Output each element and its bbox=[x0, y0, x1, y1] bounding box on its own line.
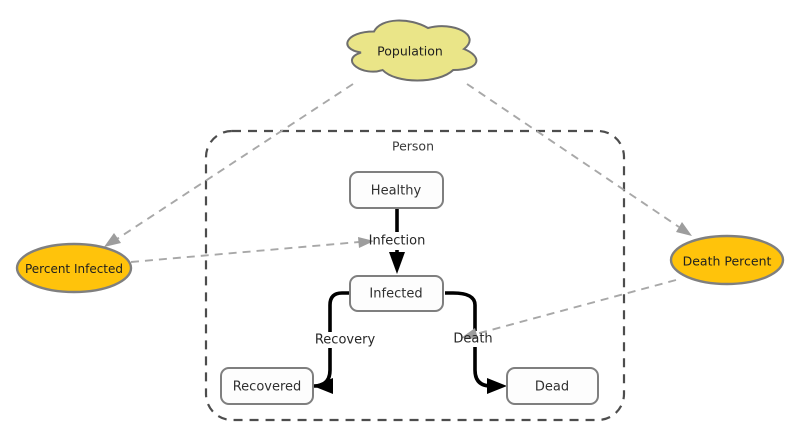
recovered-shape[interactable] bbox=[220, 367, 314, 405]
flow-arrowhead-icon bbox=[389, 252, 405, 274]
person-frame-label: Person bbox=[392, 139, 434, 154]
link-population-to-percent-infected[interactable] bbox=[104, 83, 354, 247]
link-arrowhead-icon bbox=[461, 328, 478, 339]
infection-flow-label: Infection bbox=[369, 234, 426, 249]
flow-recovery[interactable] bbox=[313, 291, 350, 394]
percent-infected-shape[interactable] bbox=[15, 242, 133, 294]
link-arrowhead-icon bbox=[676, 222, 692, 236]
recovered-node[interactable]: Recovered bbox=[220, 367, 314, 405]
flow-arrowhead-icon bbox=[313, 378, 333, 394]
population-label: Population bbox=[377, 44, 443, 59]
percent-infected-node[interactable]: Percent Infected bbox=[15, 242, 133, 294]
healthy-node[interactable]: Healthy bbox=[349, 171, 444, 209]
healthy-label: Healthy bbox=[371, 184, 422, 199]
link-line[interactable] bbox=[466, 83, 680, 228]
healthy-shape[interactable] bbox=[349, 171, 444, 209]
death-flow-label: Death bbox=[453, 332, 492, 347]
infected-shape[interactable] bbox=[349, 275, 444, 312]
infected-label: Infected bbox=[369, 287, 422, 302]
link-line[interactable] bbox=[116, 83, 354, 240]
recovered-label: Recovered bbox=[233, 380, 302, 395]
flow-death[interactable] bbox=[445, 291, 507, 394]
link-arrowhead-icon bbox=[104, 233, 121, 247]
dead-label: Dead bbox=[535, 380, 569, 395]
recovery-flow-label: Recovery bbox=[315, 333, 376, 348]
flow-arrowhead-icon bbox=[487, 378, 507, 394]
flow-line[interactable] bbox=[445, 291, 492, 388]
infected-node[interactable]: Infected bbox=[349, 275, 444, 312]
link-population-to-death-percent[interactable] bbox=[466, 83, 692, 236]
link-line[interactable] bbox=[475, 279, 677, 335]
death-percent-shape[interactable] bbox=[669, 234, 785, 286]
recovery-label-background bbox=[313, 332, 377, 348]
link-line[interactable] bbox=[130, 241, 360, 263]
population-node[interactable]: Population bbox=[346, 19, 478, 82]
link-percent-infected-to-infection[interactable] bbox=[130, 237, 374, 263]
cloud-shape[interactable] bbox=[346, 19, 478, 82]
link-arrowhead-icon bbox=[358, 237, 374, 248]
dead-shape[interactable] bbox=[506, 367, 599, 405]
percent-infected-label: Percent Infected bbox=[25, 262, 123, 276]
infection-label-background bbox=[366, 232, 428, 250]
dead-node[interactable]: Dead bbox=[506, 367, 599, 405]
link-death-percent-to-death[interactable] bbox=[461, 279, 677, 339]
death-label-background bbox=[452, 331, 494, 347]
death-percent-node[interactable]: Death Percent bbox=[669, 234, 785, 286]
death-percent-label: Death Percent bbox=[683, 254, 772, 269]
person-frame-border[interactable] bbox=[204, 129, 626, 422]
person-frame[interactable]: Person bbox=[204, 129, 626, 422]
